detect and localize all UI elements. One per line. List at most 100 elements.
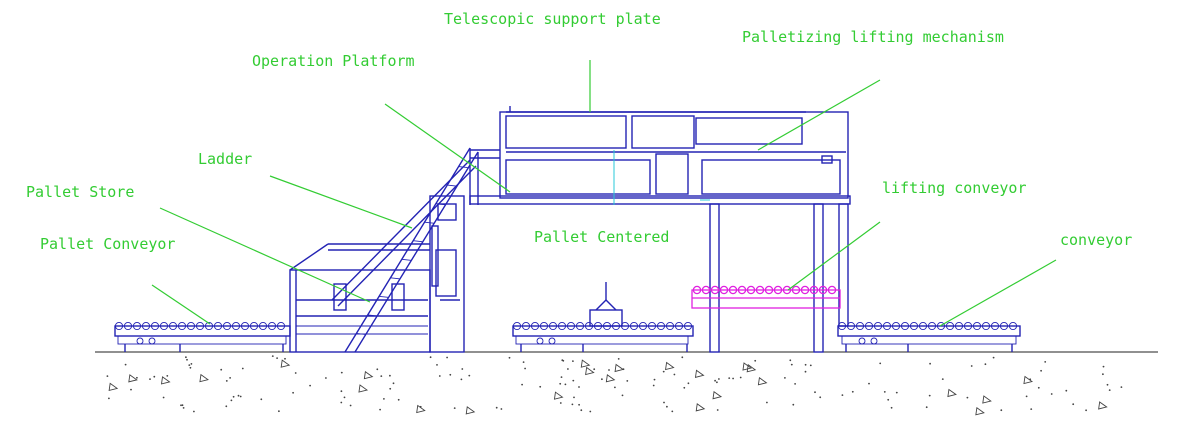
speck [564, 383, 567, 386]
ladder-rung [379, 295, 389, 298]
speck [185, 356, 187, 359]
roller [873, 321, 883, 331]
roller [972, 321, 982, 331]
roller [123, 321, 133, 331]
label-lifting-conveyor: lifting conveyor [882, 179, 1027, 197]
speck [809, 364, 812, 367]
roller [927, 321, 937, 331]
roller [539, 321, 549, 331]
leader-lines [151, 60, 1057, 327]
speck [508, 356, 511, 359]
speck [567, 368, 569, 370]
roller [818, 285, 828, 295]
roller [954, 321, 964, 331]
speck [340, 371, 343, 374]
speck [754, 359, 757, 362]
speck [1072, 403, 1075, 406]
speck [162, 396, 165, 399]
speck [136, 376, 138, 379]
roller [864, 321, 874, 331]
speck [887, 398, 890, 401]
leader-pallet-conveyor [151, 284, 211, 325]
operation-platform [469, 111, 851, 205]
speck [230, 399, 233, 402]
roller [557, 321, 567, 331]
roller [548, 321, 558, 331]
speck-triangle [695, 403, 706, 412]
roller [159, 321, 169, 331]
speck [621, 394, 624, 397]
leader-pallet-store [159, 207, 371, 303]
speck [792, 403, 795, 406]
speck-triangle [1098, 401, 1108, 410]
speck-triangle [742, 362, 753, 371]
speck-triangle [712, 390, 723, 400]
speck [879, 362, 882, 365]
roller [204, 321, 214, 331]
speck [814, 391, 816, 394]
roller [132, 321, 142, 331]
speck [681, 356, 684, 359]
speck [1037, 386, 1040, 389]
speck [239, 395, 242, 398]
speck [790, 363, 793, 366]
speck [652, 384, 655, 387]
speck [278, 410, 280, 413]
pallet-centered-conveyor [512, 282, 694, 352]
speck [108, 397, 110, 400]
roller [674, 321, 684, 331]
speck [524, 367, 526, 370]
speck [804, 370, 807, 373]
speck [617, 358, 620, 360]
speck [438, 375, 441, 377]
speck [1106, 383, 1109, 386]
roller [656, 321, 666, 331]
roller [710, 285, 720, 295]
speck [716, 381, 718, 384]
pallet-conveyor [114, 321, 291, 352]
roller [909, 321, 919, 331]
speck [453, 407, 456, 409]
speck-triangle [982, 395, 992, 404]
speck [397, 398, 400, 401]
roller [936, 321, 946, 331]
speck [716, 409, 719, 411]
speck-triangle [363, 370, 374, 380]
speck [1102, 365, 1105, 368]
speck [614, 386, 616, 389]
speck [1040, 369, 1042, 372]
roller [168, 321, 178, 331]
label-palletizing-lifting-mechanism: Palletizing lifting mechanism [742, 28, 1004, 46]
speck-triangle [465, 406, 476, 415]
speck [601, 378, 603, 381]
roller [945, 321, 955, 331]
roller [276, 321, 286, 331]
roller [177, 321, 187, 331]
speck [789, 359, 792, 362]
leader-operation-platform [384, 103, 511, 193]
speck [379, 408, 381, 411]
speck [460, 378, 463, 381]
speck-triangle [580, 359, 591, 368]
speck-triangle [757, 376, 768, 386]
roller [629, 321, 639, 331]
speck [229, 377, 232, 379]
roller [800, 285, 810, 295]
speck [1000, 409, 1003, 412]
speck [294, 372, 297, 374]
roller [755, 285, 765, 295]
speck [180, 404, 182, 407]
speck-triangle [614, 363, 625, 373]
speck [593, 368, 596, 371]
speck [626, 380, 629, 382]
roller [186, 321, 196, 331]
roller [846, 321, 856, 331]
roller [512, 321, 522, 331]
speck [714, 379, 716, 382]
roller [521, 321, 531, 331]
speck [186, 358, 188, 361]
speck [292, 391, 294, 394]
speck [276, 357, 278, 359]
speck [182, 407, 185, 409]
roller [249, 321, 259, 331]
